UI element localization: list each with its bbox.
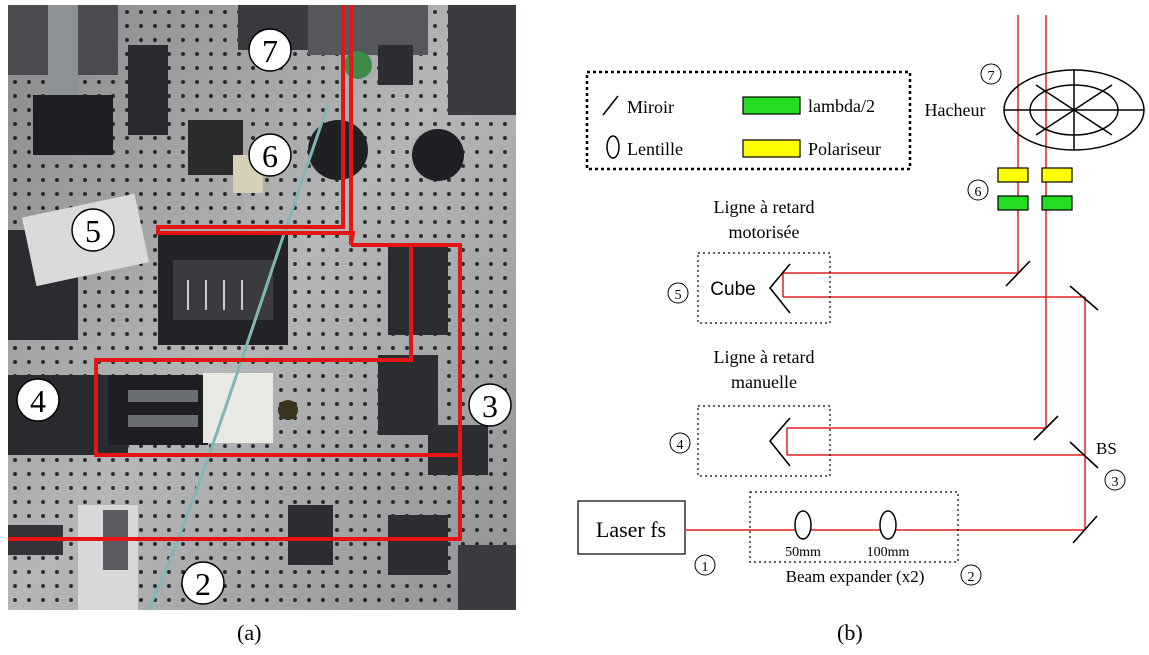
mirror-icon	[1033, 415, 1059, 441]
manual-delay-line: Ligne à retard manuelle	[697, 347, 831, 477]
mirror-icon	[1072, 515, 1098, 544]
svg-text:Cube: Cube	[710, 279, 755, 300]
lens-100mm-icon	[879, 510, 897, 540]
svg-text:Miroir: Miroir	[627, 97, 674, 117]
caption-a: (a)	[237, 620, 262, 645]
svg-text:BS: BS	[1096, 439, 1117, 458]
svg-text:50mm: 50mm	[785, 545, 821, 560]
marker-6: 6	[248, 133, 292, 177]
mirror-icon	[1005, 260, 1031, 287]
chopper-icon	[1003, 69, 1145, 151]
mirror-icon	[602, 95, 619, 116]
beam-path	[8, 5, 462, 541]
motorized-delay-line: Cube Ligne à retard motorisée	[697, 197, 831, 324]
polarizer-swatch-icon	[742, 139, 801, 158]
svg-text:4: 4	[677, 438, 684, 453]
marker-5: 5	[71, 208, 115, 252]
label-6: 6	[967, 179, 989, 201]
polarization-optics	[997, 167, 1073, 211]
svg-text:3: 3	[1112, 475, 1119, 490]
svg-text:5: 5	[85, 213, 101, 249]
label-7: 7	[980, 63, 1002, 85]
marker-2: 2	[181, 561, 225, 605]
svg-text:6: 6	[975, 185, 982, 200]
svg-text:2: 2	[195, 566, 211, 602]
retroreflector-icon	[768, 263, 791, 314]
svg-text:5: 5	[675, 288, 682, 303]
marker-3: 3	[468, 383, 512, 427]
svg-text:motorisée: motorisée	[729, 222, 800, 242]
retroreflector-icon	[768, 417, 791, 467]
svg-text:4: 4	[30, 383, 46, 419]
label-5: 5	[667, 282, 689, 304]
svg-text:manuelle: manuelle	[731, 372, 797, 392]
label-2: 2	[960, 564, 982, 586]
beam-lines	[686, 15, 1086, 531]
beam-expander: 50mm 100mm Beam expander (x2)	[749, 491, 959, 586]
svg-text:2: 2	[968, 570, 975, 585]
legend: Miroir Lentille lambda/2 Polariseur	[585, 70, 912, 171]
halfwave-plate-icon	[997, 195, 1029, 211]
caption-b: (b)	[837, 620, 863, 645]
polarizer-icon	[997, 167, 1029, 183]
svg-text:Laser fs: Laser fs	[596, 517, 666, 542]
halfwave-plate-icon	[1041, 195, 1073, 211]
svg-text:100mm: 100mm	[867, 545, 910, 560]
svg-text:7: 7	[262, 33, 278, 69]
laser-source: Laser fs	[577, 500, 686, 555]
polarizer-icon	[1041, 167, 1073, 183]
svg-text:6: 6	[262, 138, 278, 174]
optical-table-photo: 7 6 5 4 3 2	[8, 5, 516, 610]
lens-50mm-icon	[794, 510, 812, 540]
svg-text:Polariseur: Polariseur	[808, 139, 881, 159]
mirror-icon	[1069, 441, 1099, 469]
svg-text:3: 3	[482, 388, 498, 424]
svg-text:Lentille: Lentille	[627, 139, 683, 159]
svg-text:Ligne à retard: Ligne à retard	[714, 197, 815, 217]
halfwave-swatch-icon	[742, 96, 801, 115]
mirror-icon	[1069, 285, 1099, 311]
svg-text:Beam expander (x2): Beam expander (x2)	[786, 567, 925, 586]
mirrors	[1005, 260, 1099, 544]
setup-schematic: Miroir Lentille lambda/2 Polariseur Lase…	[577, 15, 1145, 586]
chopper-label: Hacheur	[925, 100, 986, 120]
svg-text:lambda/2: lambda/2	[808, 96, 875, 116]
label-4: 4	[669, 432, 691, 454]
marker-7: 7	[248, 28, 292, 72]
marker-4: 4	[16, 378, 60, 422]
svg-text:7: 7	[988, 69, 995, 84]
label-1: 1	[694, 554, 716, 576]
beam-splitter-label: BS 3	[1096, 439, 1126, 491]
svg-text:Ligne à retard: Ligne à retard	[714, 347, 815, 367]
svg-text:1: 1	[702, 560, 709, 575]
lens-icon	[606, 135, 620, 159]
